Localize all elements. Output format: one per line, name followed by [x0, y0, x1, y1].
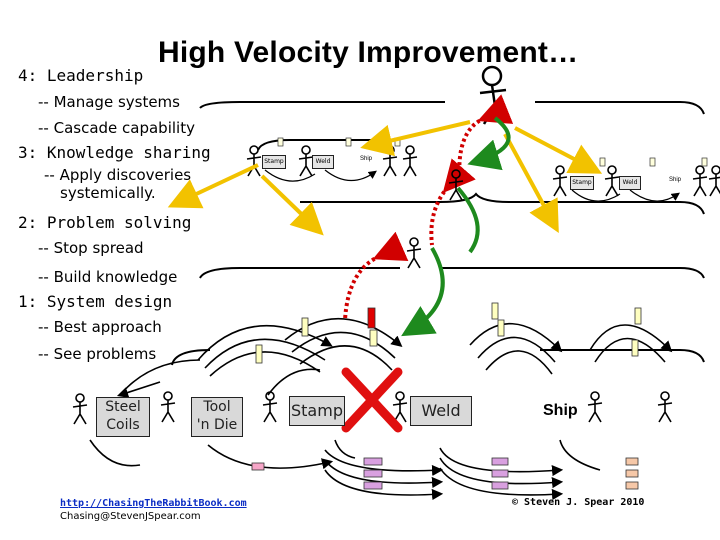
level-1-item-2: -- See problems [38, 345, 157, 363]
level-2-item-2: -- Build knowledge [38, 268, 178, 286]
mini-ship-label-1: Ship [360, 156, 373, 162]
level-3-item-2: systemically. [60, 184, 156, 202]
slide-title: High Velocity Improvement… [158, 36, 579, 69]
level-4-item-2: -- Cascade capability [38, 119, 195, 137]
hierarchy-brackets [171, 101, 705, 366]
designer-figure [406, 237, 422, 269]
mini-ship-label-2: Ship [669, 177, 682, 183]
level-3-heading: 3: Knowledge sharing [18, 143, 211, 162]
red-x-mark [341, 367, 403, 433]
weld-box: Weld [410, 396, 472, 426]
book-url-link[interactable]: http://ChasingTheRabbitBook.com [60, 498, 247, 509]
mini-stamp-box-2: Stamp [570, 176, 594, 190]
mini-stamp-box-1: Stamp [262, 155, 286, 169]
red-green-arrows [343, 94, 514, 337]
mini-process-2 [552, 157, 720, 202]
level-3-item-1: -- Apply discoveries [44, 166, 192, 184]
tool-die-box: Tool 'n Die [191, 397, 243, 437]
parts [251, 302, 642, 490]
flow-arcs [89, 317, 673, 501]
level-1-heading: 1: System design [18, 292, 173, 311]
leader-figure [478, 65, 508, 126]
steel-coils-box: Steel Coils [96, 397, 150, 437]
mini-weld-box-2: Weld [619, 176, 641, 190]
contact-email: Chasing@StevenJSpear.com [60, 511, 201, 522]
level-4-item-1: -- Manage systems [38, 93, 180, 111]
ship-label: Ship [543, 402, 578, 419]
yellow-arrows [167, 120, 603, 236]
copyright-notice: © Steven J. Spear 2010 [512, 497, 645, 508]
level-2-item-1: -- Stop spread [38, 239, 144, 257]
mini-weld-box-1: Weld [312, 155, 334, 169]
level-1-item-1: -- Best approach [38, 318, 162, 336]
mini-process-1 [246, 137, 418, 182]
level-4-heading: 4: Leadership [18, 66, 144, 85]
level-2-heading: 2: Problem solving [18, 213, 192, 232]
stamp-box: Stamp [289, 396, 345, 426]
